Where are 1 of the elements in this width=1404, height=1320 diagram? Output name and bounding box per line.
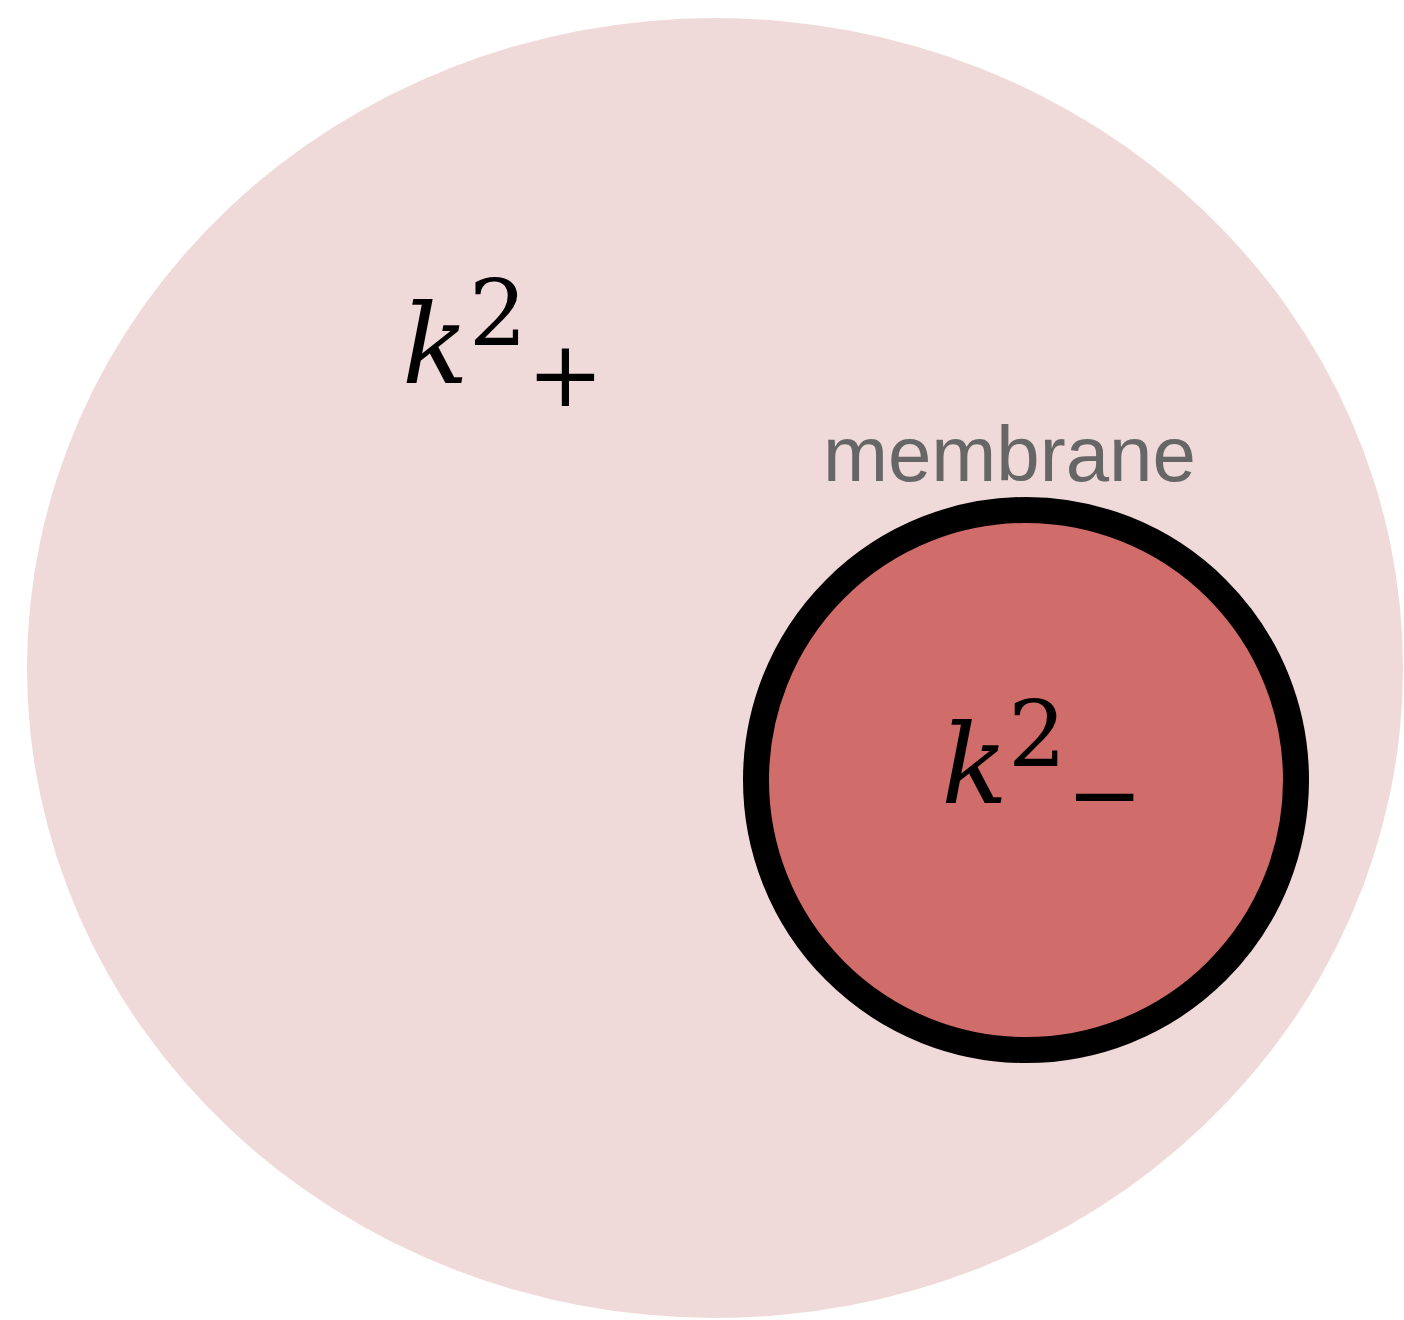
membrane-label: membrane [823,415,1196,493]
